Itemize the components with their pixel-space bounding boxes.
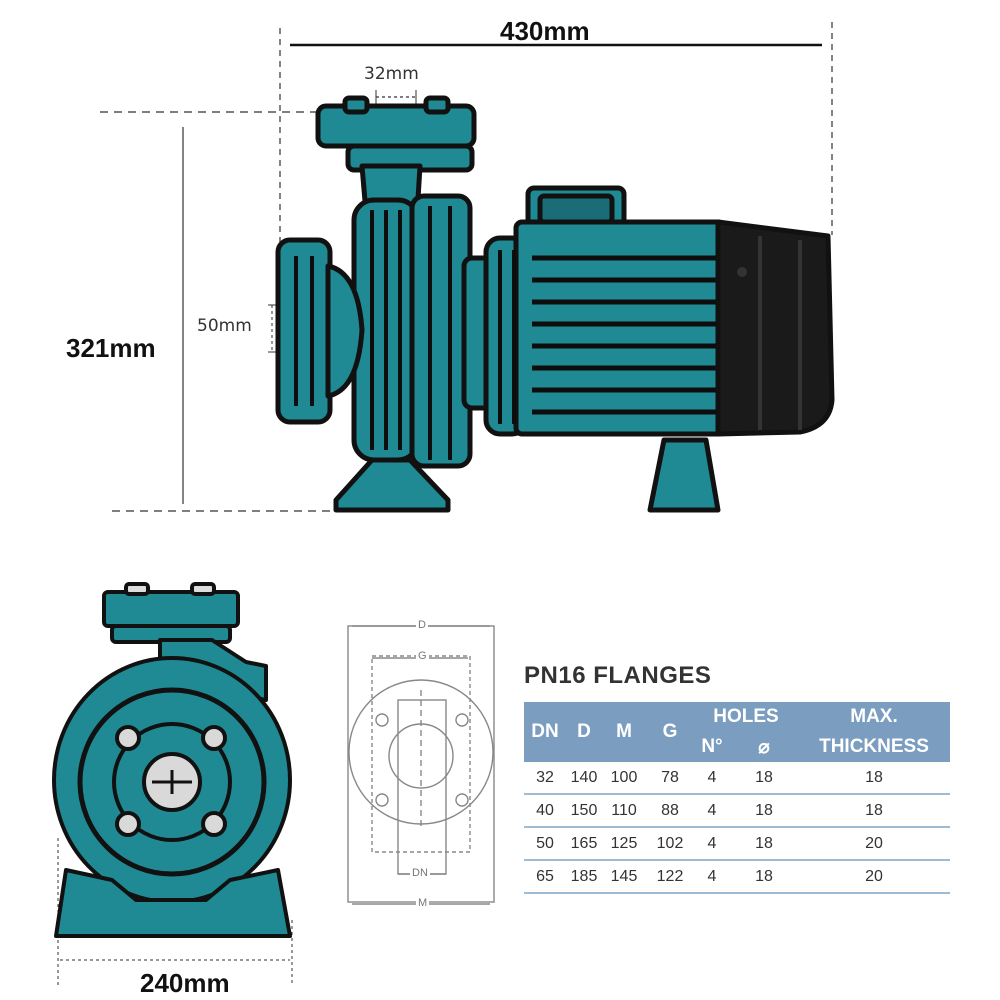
cell-dn: 40 xyxy=(524,794,566,828)
cell-m: 145 xyxy=(602,860,646,894)
bolt-hole xyxy=(455,793,469,807)
cell-dn: 65 xyxy=(524,860,566,894)
motor-fins xyxy=(532,255,716,415)
flange-diagram xyxy=(347,625,495,905)
cell-holes-dia: 18 xyxy=(730,794,798,828)
header-holes: HOLES xyxy=(694,702,798,732)
cell-g: 102 xyxy=(646,827,694,861)
table-row: 32 140 100 78 4 18 18 xyxy=(524,762,950,795)
bolt-hole xyxy=(455,713,469,727)
cell-thickness: 18 xyxy=(798,794,950,828)
flange-d-label: D xyxy=(416,619,428,631)
cell-m: 125 xyxy=(602,827,646,861)
pump-side-view xyxy=(275,95,835,513)
cell-d: 165 xyxy=(566,827,602,861)
cell-holes-n: 4 xyxy=(694,762,730,795)
cell-d: 185 xyxy=(566,860,602,894)
table-row: 40 150 110 88 4 18 18 xyxy=(524,794,950,828)
flange-table-title: PN16 FLANGES xyxy=(524,662,712,689)
header-m: M xyxy=(602,702,646,762)
cell-thickness: 20 xyxy=(798,860,950,894)
flange-g-label: G xyxy=(416,650,429,662)
height-label: 321mm xyxy=(66,333,156,363)
header-holes-dia: ⌀ xyxy=(730,732,798,762)
cell-thickness: 18 xyxy=(798,762,950,795)
length-label: 430mm xyxy=(500,16,590,46)
bolt-hole xyxy=(375,793,389,807)
inlet-label: 50mm xyxy=(197,316,252,336)
flange-dn-label: DN xyxy=(410,867,430,879)
bolt-hole xyxy=(375,713,389,727)
pump-body-ribs xyxy=(294,206,802,460)
cell-m: 110 xyxy=(602,794,646,828)
cell-holes-n: 4 xyxy=(694,827,730,861)
table-row: 65 185 145 122 4 18 20 xyxy=(524,860,950,894)
cell-m: 100 xyxy=(602,762,646,795)
header-g: G xyxy=(646,702,694,762)
cell-holes-dia: 18 xyxy=(730,860,798,894)
flange-m-label: M xyxy=(416,897,430,909)
cell-holes-dia: 18 xyxy=(730,762,798,795)
fan-cover-screw xyxy=(737,267,747,277)
cell-dn: 32 xyxy=(524,762,566,795)
header-dn: DN xyxy=(524,702,566,762)
cell-holes-n: 4 xyxy=(694,860,730,894)
width-label: 240mm xyxy=(140,968,230,998)
header-d: D xyxy=(566,702,602,762)
cell-d: 150 xyxy=(566,794,602,828)
header-thickness: THICKNESS xyxy=(798,732,950,762)
cell-thickness: 20 xyxy=(798,827,950,861)
cell-g: 122 xyxy=(646,860,694,894)
cell-holes-n: 4 xyxy=(694,794,730,828)
pump-front-view xyxy=(52,582,292,938)
outlet-label: 32mm xyxy=(364,64,419,84)
cell-dn: 50 xyxy=(524,827,566,861)
header-max: MAX. xyxy=(798,702,950,732)
header-holes-n: N° xyxy=(694,732,730,762)
cell-holes-dia: 18 xyxy=(730,827,798,861)
table-row: 50 165 125 102 4 18 20 xyxy=(524,827,950,861)
flange-table: DN D M G HOLES MAX. N° ⌀ THICKNESS 32 14… xyxy=(524,702,950,894)
cell-g: 88 xyxy=(646,794,694,828)
cell-g: 78 xyxy=(646,762,694,795)
cell-d: 140 xyxy=(566,762,602,795)
